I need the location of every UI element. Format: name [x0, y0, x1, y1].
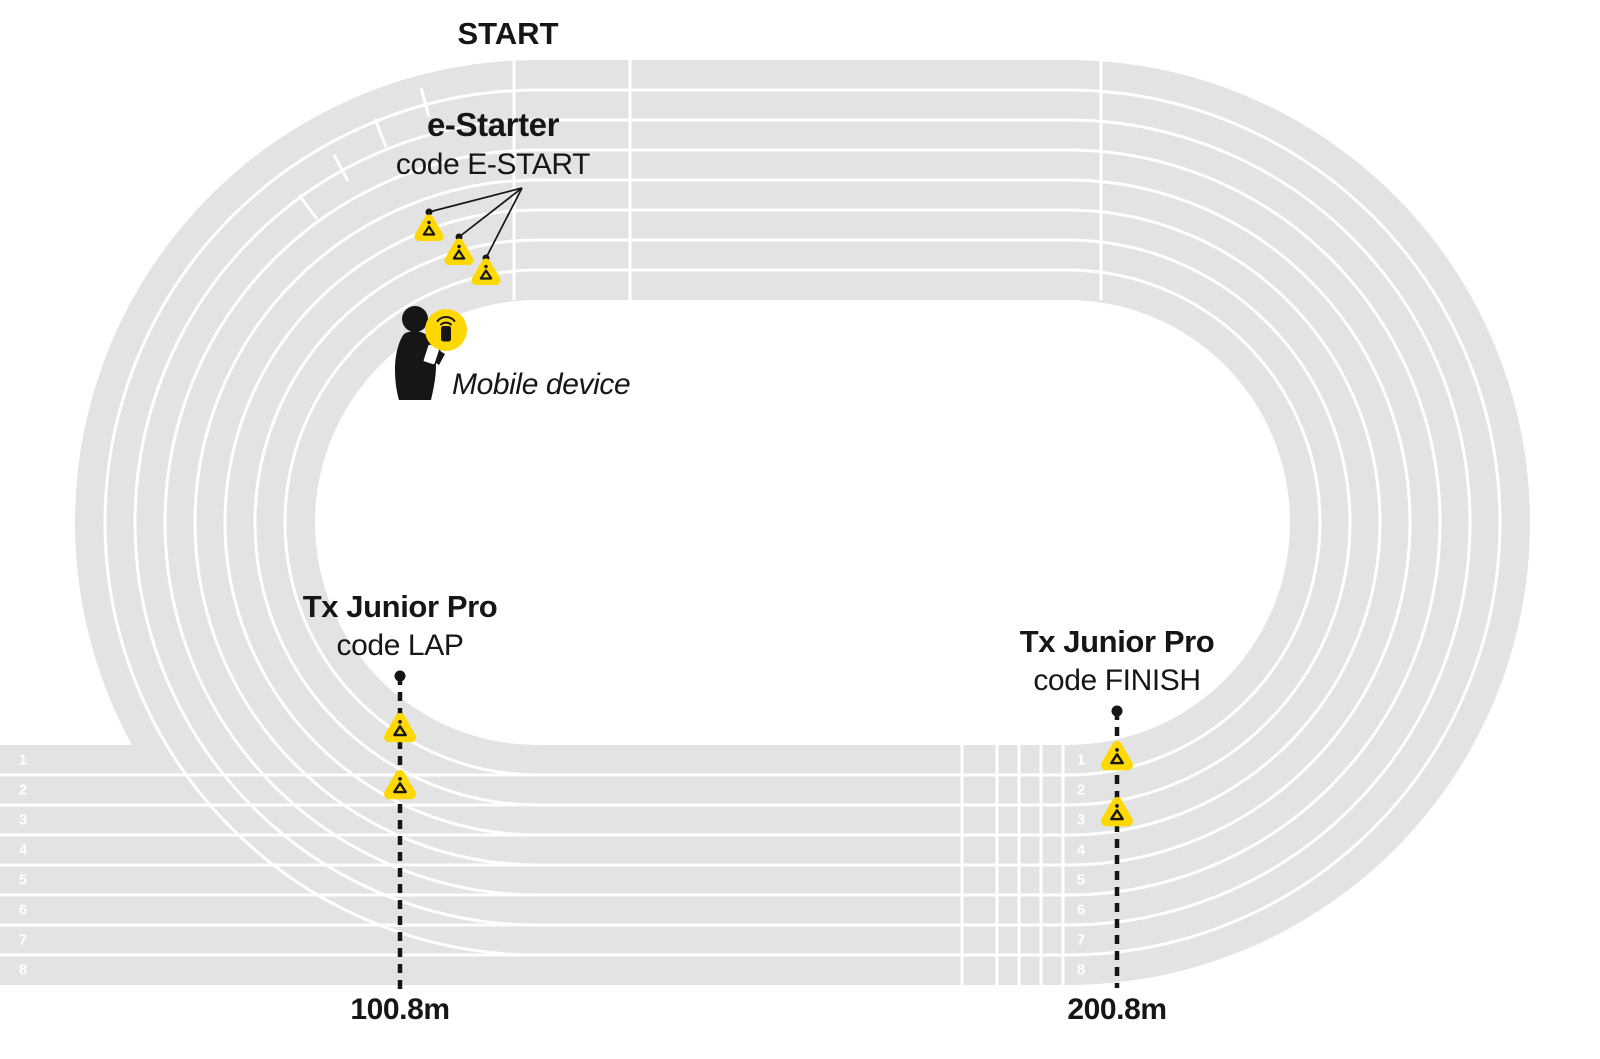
lane-number: 1 — [19, 752, 27, 769]
lane-number: 2 — [19, 782, 27, 799]
lane-number: 3 — [19, 812, 27, 829]
finish-point-code: code FINISH — [1033, 663, 1201, 697]
finish-distance-value: 200.8m — [1067, 993, 1167, 1026]
lap-point-code: code LAP — [336, 628, 464, 662]
lap-point-title: Tx Junior Pro — [302, 589, 498, 624]
starter-official-silhouette — [395, 306, 467, 400]
lane-number: 6 — [19, 902, 27, 919]
lane-number: 5 — [1077, 872, 1085, 889]
lane-number: 7 — [19, 932, 27, 949]
lane-lines — [103, 88, 1502, 957]
e-starter-callout — [419, 187, 523, 281]
lane-number: 2 — [1077, 782, 1085, 799]
e-starter-title: e-Starter — [426, 106, 560, 143]
mobile-device-icon — [425, 309, 467, 351]
lane-numbers-finish: 1 2 3 4 5 6 7 8 — [1077, 752, 1086, 979]
lane-number: 8 — [19, 962, 27, 979]
lap-point-label: Tx Junior Pro code LAP — [200, 587, 600, 665]
lane-number: 4 — [19, 842, 28, 859]
mobile-device-label: Mobile device — [452, 368, 631, 401]
lane-number: 5 — [19, 872, 27, 889]
infield — [315, 300, 1290, 745]
sprint-lane-lines — [0, 773, 545, 957]
finish-point-title: Tx Junior Pro — [1019, 624, 1215, 659]
track: 1 2 3 4 5 6 7 8 1 2 3 4 5 6 7 8 — [0, 60, 1530, 985]
start-label: START — [457, 16, 559, 51]
e-starter-code: code E-START — [395, 148, 591, 182]
lane-numbers-left: 1 2 3 4 5 6 7 8 — [19, 752, 28, 979]
lane-number: 3 — [1077, 812, 1085, 829]
lane-number: 7 — [1077, 932, 1085, 949]
lap-distance-value: 100.8m — [350, 993, 450, 1026]
e-starter-label: e-Starter code E-START — [293, 104, 693, 185]
lane-number: 8 — [1077, 962, 1085, 979]
lap-marker — [389, 670, 411, 996]
finish-marker — [1106, 705, 1128, 988]
lane-number: 4 — [1077, 842, 1086, 859]
lane-number: 6 — [1077, 902, 1085, 919]
track-markings — [297, 60, 1103, 985]
lane-number: 1 — [1077, 752, 1085, 769]
finish-point-label: Tx Junior Pro code FINISH — [917, 622, 1317, 700]
